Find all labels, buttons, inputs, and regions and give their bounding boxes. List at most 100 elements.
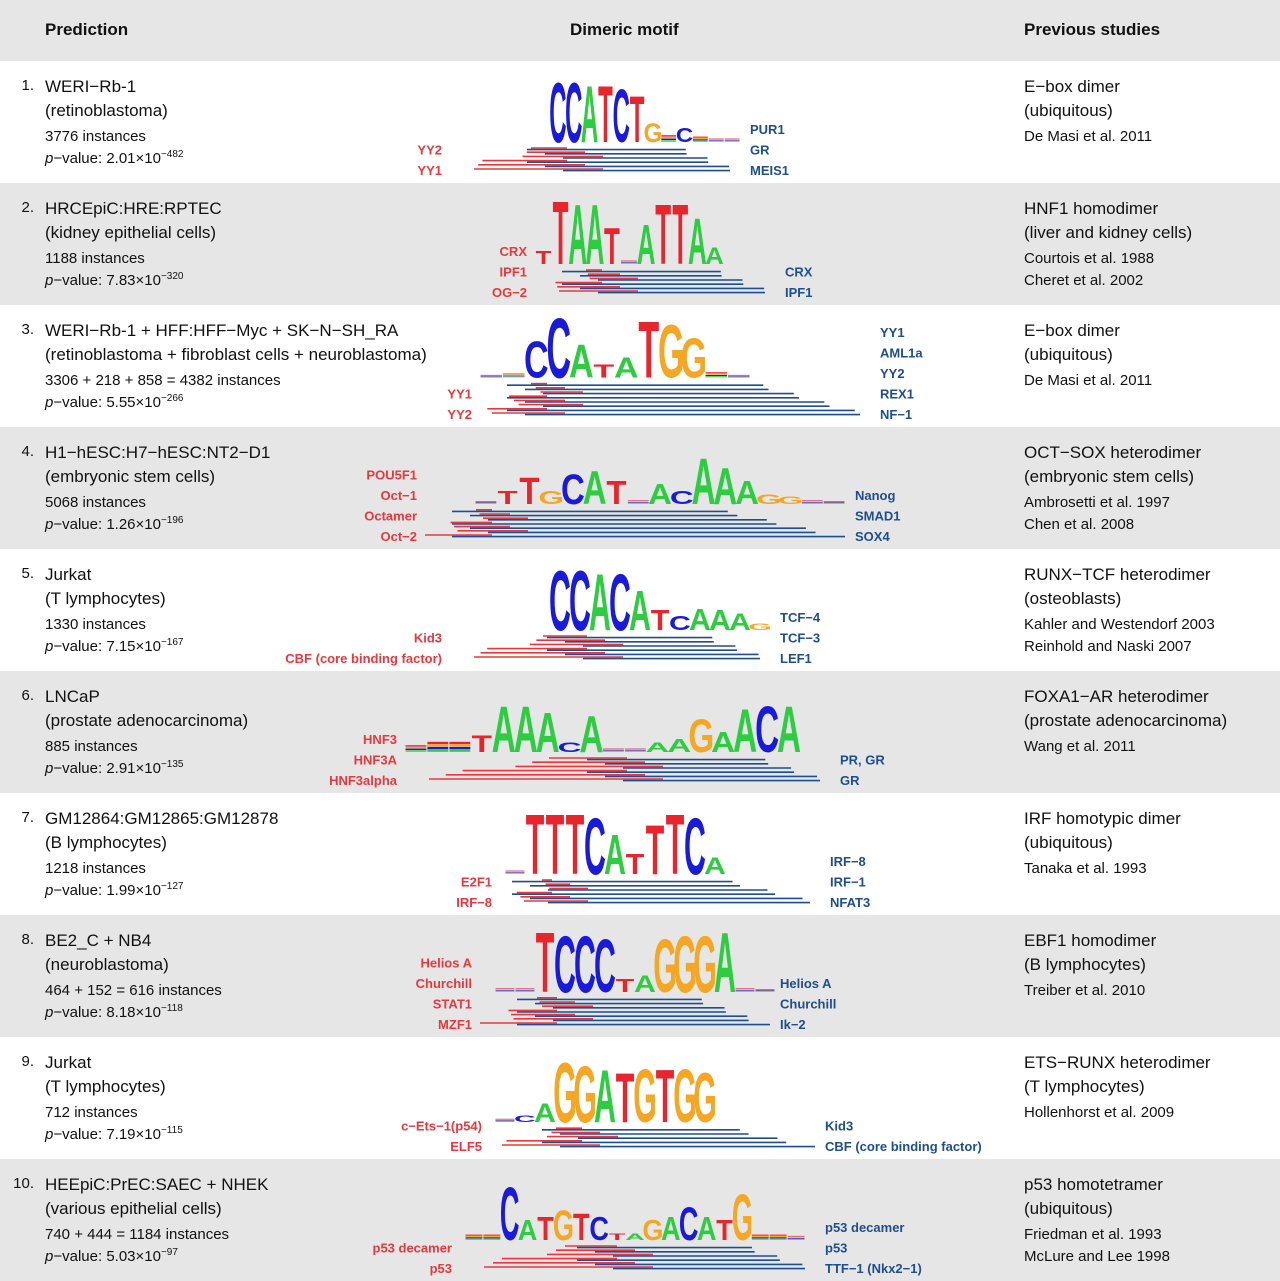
logo-letter-G: G [688,709,714,762]
logo-mixed-letter [627,501,649,502]
logo-letter-A: A [714,915,736,1011]
cell-type-description: (neuroblastoma) [45,955,169,974]
logo-mixed-letter [427,741,449,745]
logo-mixed-letter [769,1234,787,1236]
tf-label-right: p53 [825,1241,847,1256]
reference-citation: Tanaka et al. 1993 [1024,860,1147,877]
dimer-type: OCT−SOX heterodimer [1024,443,1202,462]
logo-letter-A: A [713,458,737,515]
logo-letter-C: C [609,557,631,647]
table-row: 8.BE2_C + NB4(neuroblastoma)464 + 152 = … [0,915,1280,1037]
previous-studies-cell: OCT−SOX heterodimer(embryonic stem cells… [1024,441,1274,536]
logo-mixed-letter [724,139,740,141]
logo-letter-A: A [634,970,656,997]
cell-line-name: HEEpiC:PrEC:SAEC + NHEK [45,1175,269,1194]
logo-letter-A: A [692,446,716,519]
logo-letter-T: T [672,188,688,283]
logo-mixed-letter [661,136,677,139]
logo-letter-G: G [693,919,717,1009]
logo-letter-C: C [514,1114,536,1125]
dimer-context: (ubiquitous) [1024,345,1113,364]
logo-mixed-letter [728,374,750,376]
logo-mixed-letter [751,1237,769,1239]
p-value-mantissa: 5.03 [106,1248,136,1265]
logo-letter-A: A [689,604,711,637]
logo-letter-G: G [553,1202,574,1250]
logo-mixed-letter [787,1235,805,1237]
logo-mixed-letter [603,749,624,751]
p-value-exponent: −320 [160,271,184,282]
instance-count: 3306 + 218 + 858 = 4382 instances [45,372,281,389]
instance-count: 712 instances [45,1104,138,1121]
row-number: 3. [21,321,34,338]
tf-label-left: MZF1 [438,1017,472,1032]
reference-citation: Hollenhorst et al. 2009 [1024,1104,1175,1121]
p-value-mantissa: 8.18 [106,1004,136,1021]
tf-label-left: IRF−8 [456,895,492,910]
reference-citation: Chen et al. 2008 [1024,516,1135,533]
logo-mixed-letter [621,263,638,264]
p-value-mantissa: 1.26 [106,516,136,533]
logo-letter-T: T [472,732,493,758]
cell-type-description: (various epithelial cells) [45,1199,222,1218]
tf-label-left: Helios A [420,956,472,971]
dimer-type: FOXA1−AR heterodimer [1024,687,1209,706]
tf-label-left: YY2 [447,407,472,422]
logo-letter-A: A [697,1212,717,1248]
previous-studies-cell: FOXA1−AR heterodimer(prostate adenocarci… [1024,685,1274,758]
cell-line-name: LNCaP [45,687,100,706]
logo-letter-T: T [536,915,555,1011]
tf-label-left: E2F1 [461,875,492,890]
logo-letter-C: C [549,66,566,161]
reference-citation: Cheret et al. 2002 [1024,272,1144,289]
tf-label-left: YY1 [417,163,442,178]
logo-mixed-letter [769,1237,787,1239]
logo-letter-C: C [676,123,693,146]
logo-mixed-letter [693,139,708,141]
logo-mixed-letter [735,990,755,991]
logo-mixed-letter [708,138,724,140]
logo-letter-T: T [573,1206,590,1249]
cell-type-description: (embryonic stem cells) [45,467,216,486]
logo-letter-T: T [519,470,539,513]
logo-mixed-letter [503,375,525,377]
logo-letter-C: C [549,553,571,649]
dimer-type: RUNX−TCF heterodimer [1024,565,1211,584]
logo-mixed-letter [787,1238,805,1239]
prediction-cell: HRCEpiC:HRE:RPTEC(kidney epithelial cell… [45,197,465,292]
tf-label-right: YY2 [880,366,905,381]
logo-letter-T: T [655,188,671,283]
logo-letter-G: G [778,494,804,506]
reference-citation: Wang et al. 2011 [1024,738,1136,755]
previous-studies-cell: RUNX−TCF heterodimer(osteoblasts)Kahler … [1024,563,1274,658]
previous-studies-cell: E−box dimer(ubiquitous)De Masi et al. 20… [1024,319,1274,392]
p-value: p−value: 5.55×10−266 [45,393,184,412]
logo-letter-G: G [658,311,685,395]
tf-label-left: OG−2 [492,285,527,300]
logo-letter-A: A [705,244,724,270]
logo-mixed-letter [693,140,708,142]
logo-mixed-letter [802,503,823,504]
logo-letter-A: A [733,697,757,765]
logo-letter-C: C [670,487,694,508]
tf-label-right: IRF−8 [830,854,866,869]
logo-mixed-letter [624,751,646,752]
p-value: p−value: 5.03×10−97 [45,1247,178,1266]
tf-label-right: TCF−4 [780,610,821,625]
logo-letter-T: T [656,1055,675,1139]
logo-mixed-letter [603,750,624,751]
logo-letter-G: G [633,1055,657,1139]
row-number: 9. [21,1053,34,1070]
logo-mixed-letter [705,374,727,376]
logo-letter-A: A [711,726,735,758]
p-value-mantissa: 7.19 [106,1126,136,1143]
logo-letter-T: T [651,605,670,637]
logo-mixed-letter [603,751,624,752]
previous-studies-cell: HNF1 homodimer(liver and kidney cells)Co… [1024,197,1274,292]
logo-letter-G: G [553,1045,577,1141]
logo-letter-G: G [642,1214,663,1246]
logo-mixed-letter [505,870,525,872]
